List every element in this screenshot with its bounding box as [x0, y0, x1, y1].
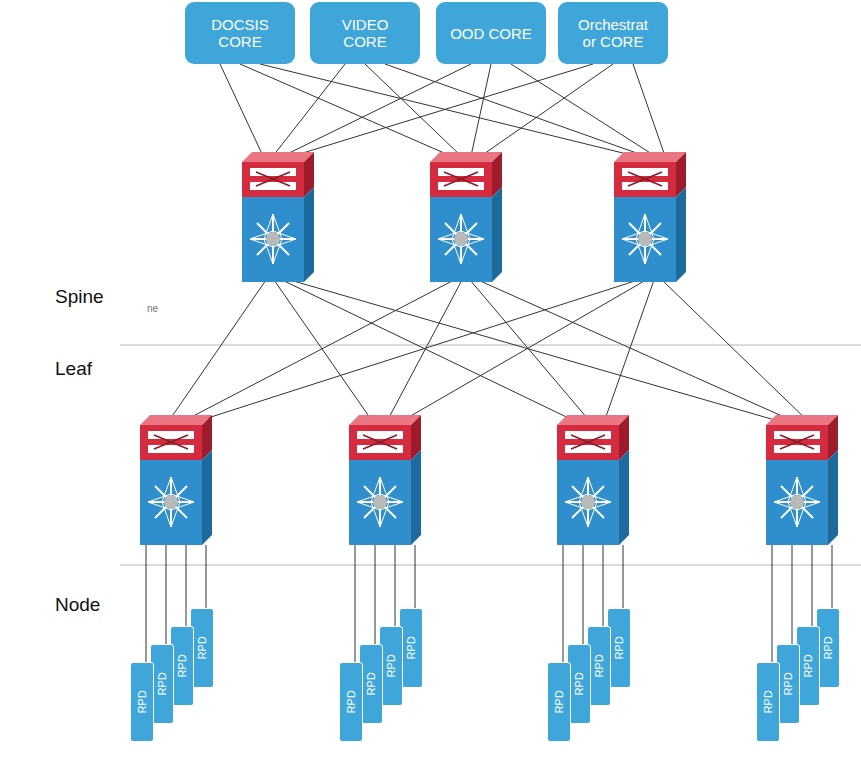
- rpd-box: RPD: [130, 662, 154, 742]
- rpd-label: RPD: [553, 690, 565, 713]
- rpd-label: RPD: [613, 636, 625, 659]
- tier-label: Node: [55, 594, 100, 616]
- rpd-label: RPD: [822, 636, 834, 659]
- tier-label: Spine: [55, 286, 104, 308]
- core-box: DOCSIS CORE: [185, 2, 295, 64]
- rpd-label: RPD: [405, 636, 417, 659]
- rpd-box: RPD: [547, 662, 571, 742]
- core-box: OOD CORE: [436, 2, 546, 64]
- core-box: Orchestrat or CORE: [558, 2, 668, 64]
- rpd-label: RPD: [176, 654, 188, 677]
- core-box: VIDEO CORE: [310, 2, 420, 64]
- core-label: DOCSIS CORE: [193, 16, 287, 50]
- faded-text: ne: [147, 303, 158, 314]
- rpd-label: RPD: [762, 690, 774, 713]
- rpd-label: RPD: [802, 654, 814, 677]
- rpd-label: RPD: [345, 690, 357, 713]
- leaf-rpd-link: [146, 545, 832, 662]
- rpd-label: RPD: [156, 672, 168, 695]
- rpd-label: RPD: [365, 672, 377, 695]
- core-label: OOD CORE: [450, 25, 532, 42]
- rpd-label: RPD: [573, 672, 585, 695]
- rpd-label: RPD: [385, 654, 397, 677]
- rpd-label: RPD: [593, 654, 605, 677]
- tier-label: Leaf: [55, 358, 92, 380]
- separator-line: [120, 345, 861, 565]
- rpd-box: RPD: [339, 662, 363, 742]
- rpd-box: RPD: [756, 662, 780, 742]
- core-label: VIDEO CORE: [318, 16, 412, 50]
- leaf-switch: [140, 415, 838, 545]
- core-spine-link: [220, 64, 665, 156]
- spine-switch: [242, 152, 686, 282]
- rpd-label: RPD: [782, 672, 794, 695]
- core-label: Orchestrat or CORE: [574, 16, 652, 50]
- rpd-label: RPD: [136, 690, 148, 713]
- spine-leaf-link: [166, 280, 812, 425]
- rpd-label: RPD: [196, 636, 208, 659]
